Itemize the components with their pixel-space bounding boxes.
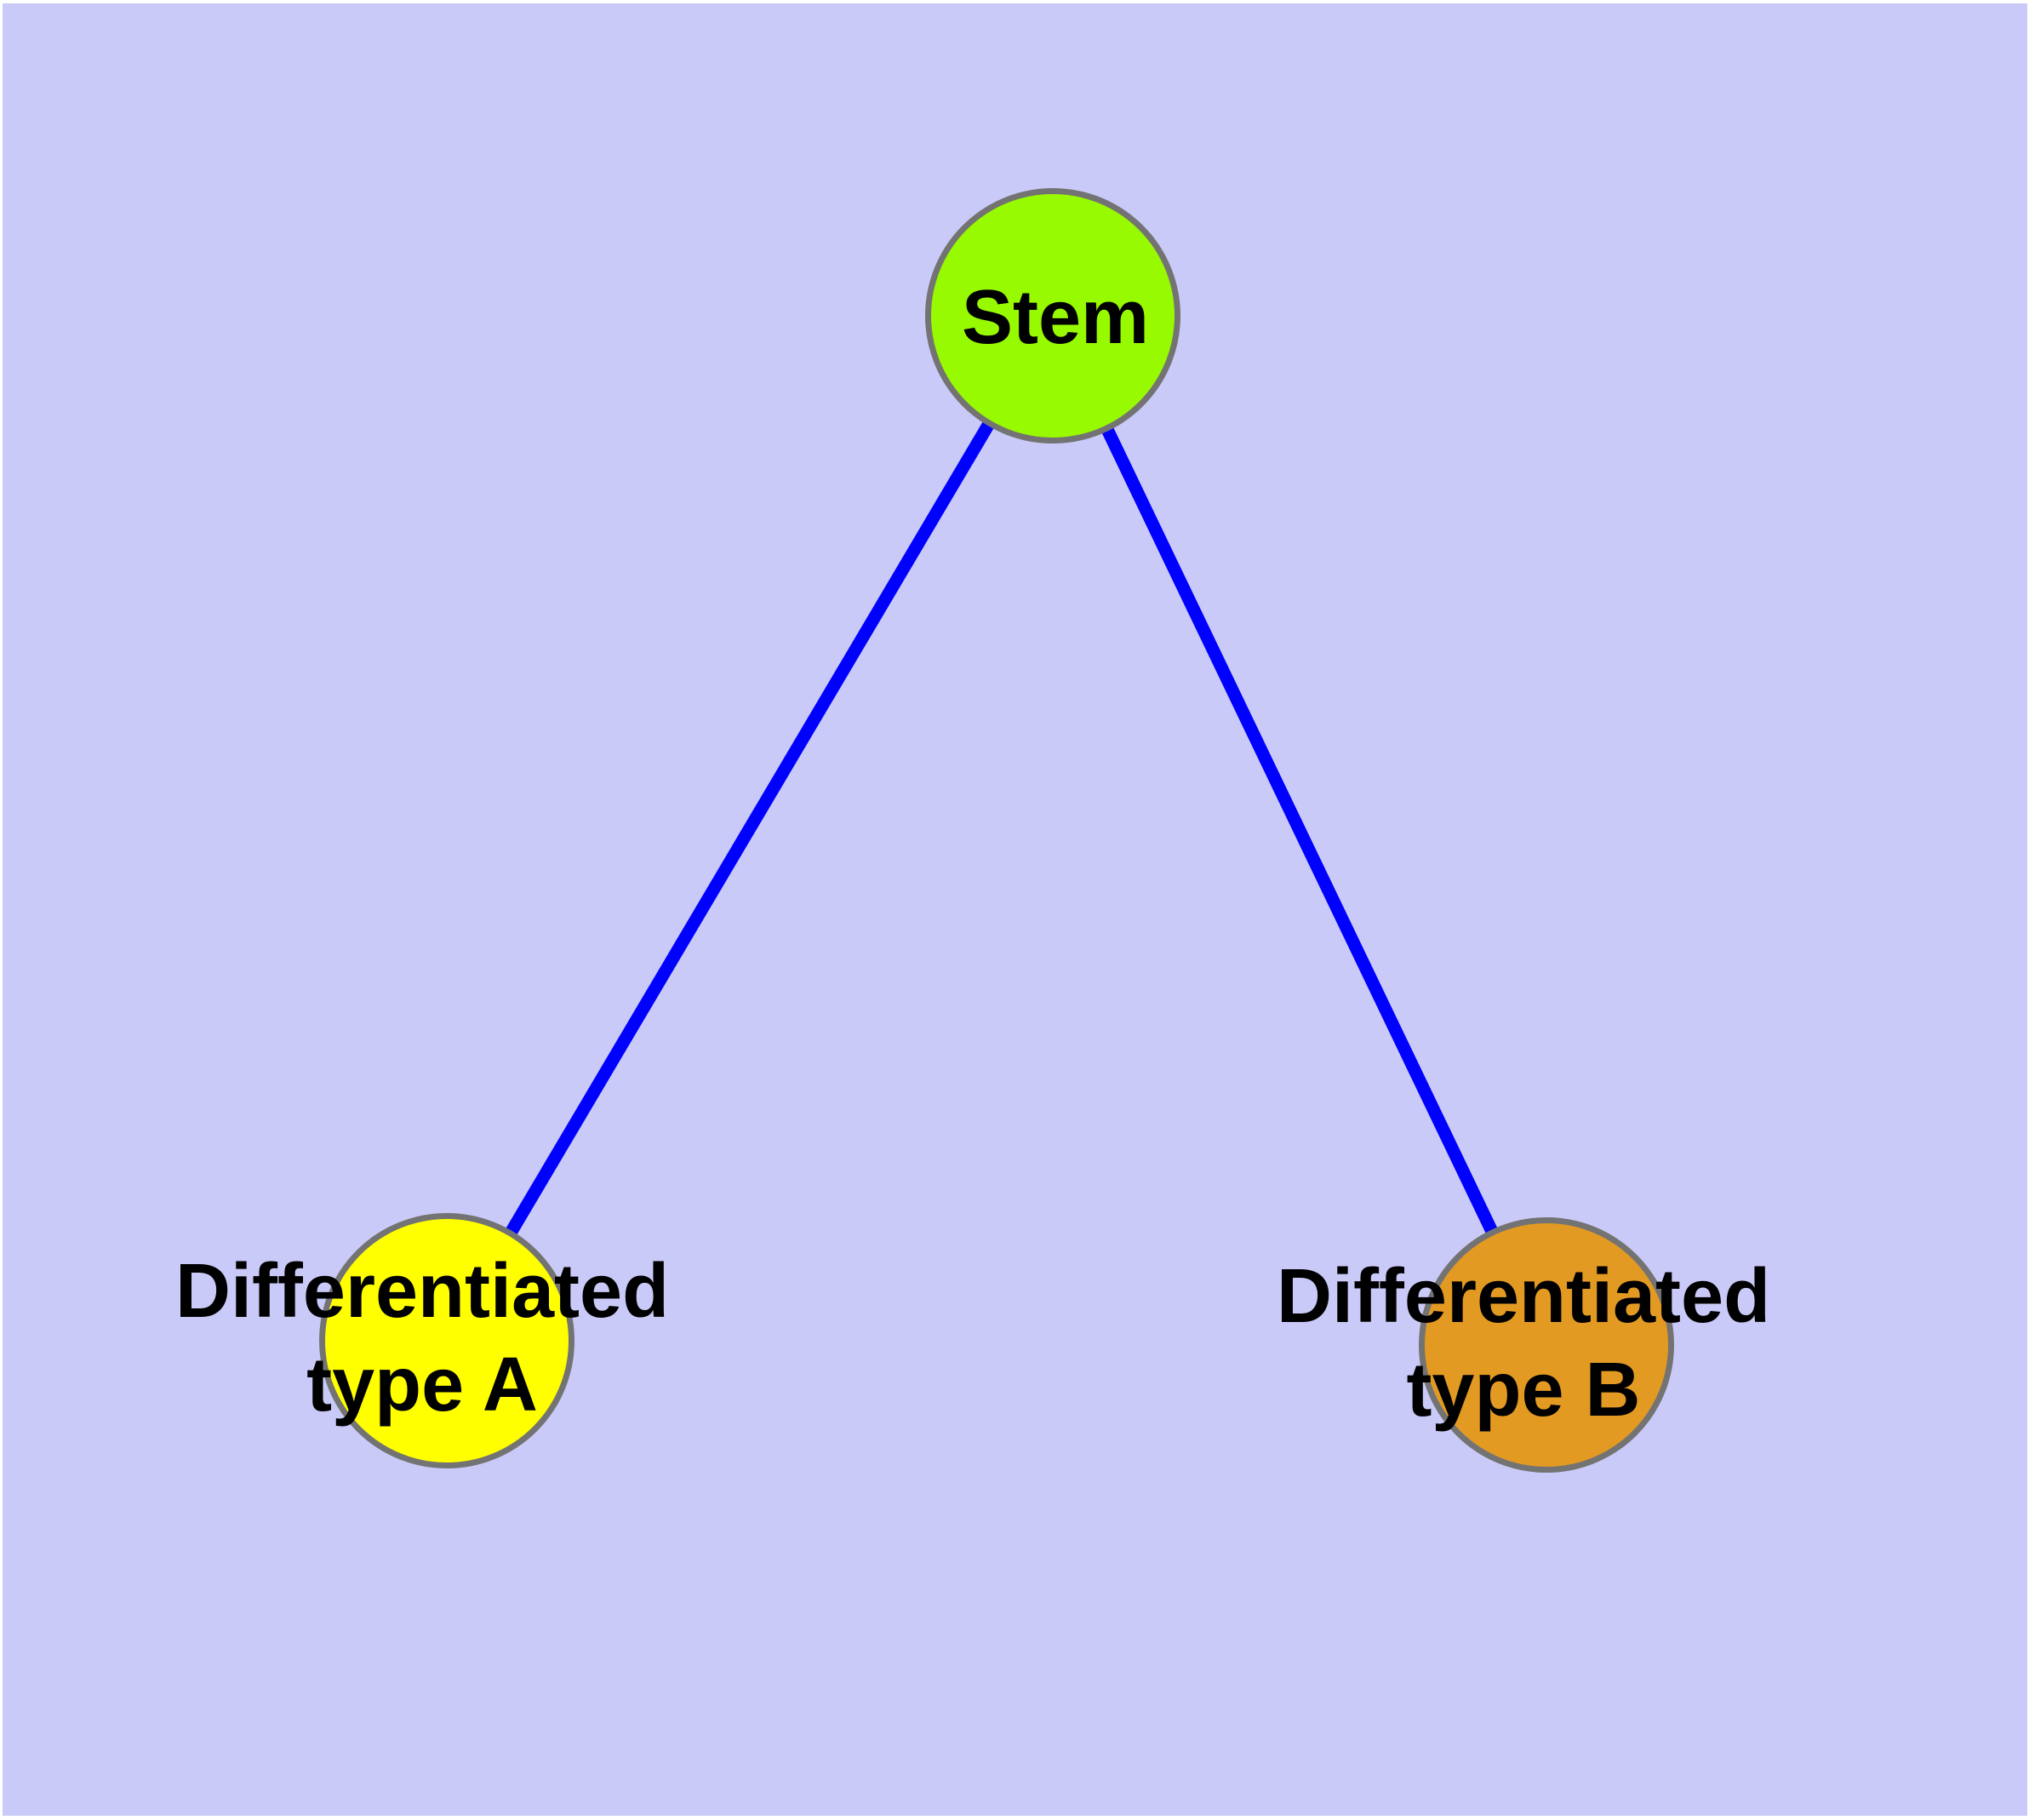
node-type-a-label-line1: Differentiated bbox=[174, 1249, 670, 1334]
node-type-b-label-line1: Differentiated bbox=[1276, 1254, 1771, 1339]
edge-stem-to-type-a bbox=[441, 312, 1059, 1344]
node-type-b-label-line2: type B bbox=[1406, 1348, 1641, 1433]
edge-stem-to-type-b bbox=[1047, 312, 1552, 1348]
node-stem-label-text: Stem bbox=[961, 275, 1150, 360]
node-differentiated-type-b bbox=[1419, 1217, 1674, 1473]
node-stem-label: Stem bbox=[962, 271, 1149, 364]
node-type-a-label: Differentiated type A bbox=[175, 1245, 669, 1432]
node-type-b-label: Differentiated type B bbox=[1277, 1250, 1770, 1437]
node-differentiated-type-a bbox=[319, 1213, 574, 1468]
node-stem bbox=[925, 188, 1180, 444]
node-type-a-label-line2: type A bbox=[306, 1342, 538, 1428]
